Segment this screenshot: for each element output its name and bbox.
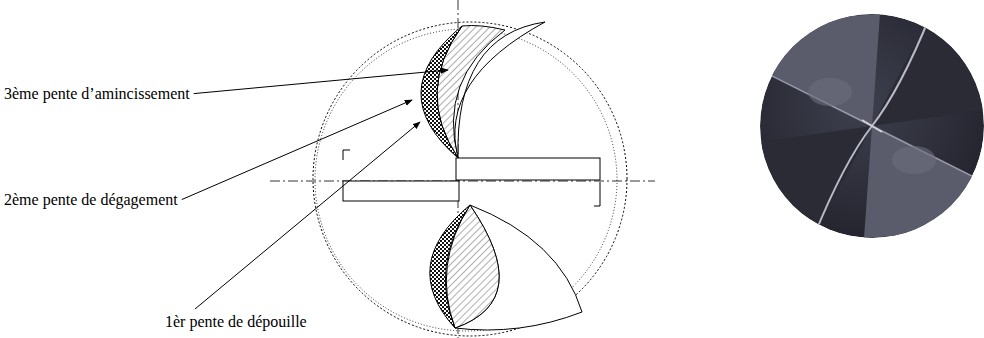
part-label: 2ème pente de dégagement [4, 190, 178, 209]
highlight [892, 146, 936, 174]
part-label: 1èr pente de dépouille [165, 312, 307, 331]
chisel-edge [862, 120, 882, 132]
web-rect [456, 158, 600, 180]
bracket [594, 182, 600, 206]
highlight [808, 78, 852, 106]
leader-line [182, 100, 412, 200]
leader-line [195, 122, 420, 309]
outer-circle [313, 22, 627, 336]
drill-photo [760, 14, 984, 238]
drill-facet [864, 126, 984, 238]
drill-body [760, 14, 984, 238]
drill-facet [872, 16, 984, 126]
cutting-edge [872, 16, 930, 126]
cutting-edge [872, 126, 984, 182]
inner-circle [315, 29, 617, 331]
checkered-face [421, 26, 462, 158]
drill-facet [760, 14, 880, 126]
checkered-face [430, 205, 470, 328]
leader-line [194, 70, 448, 94]
cutting-edge [760, 70, 872, 126]
drill-facet [760, 126, 872, 236]
part-label: 3ème pente d’amincissement [4, 84, 190, 103]
web-rect [343, 181, 459, 201]
bracket [343, 150, 350, 160]
cutting-edge [814, 126, 872, 236]
center-line [270, 181, 655, 182]
